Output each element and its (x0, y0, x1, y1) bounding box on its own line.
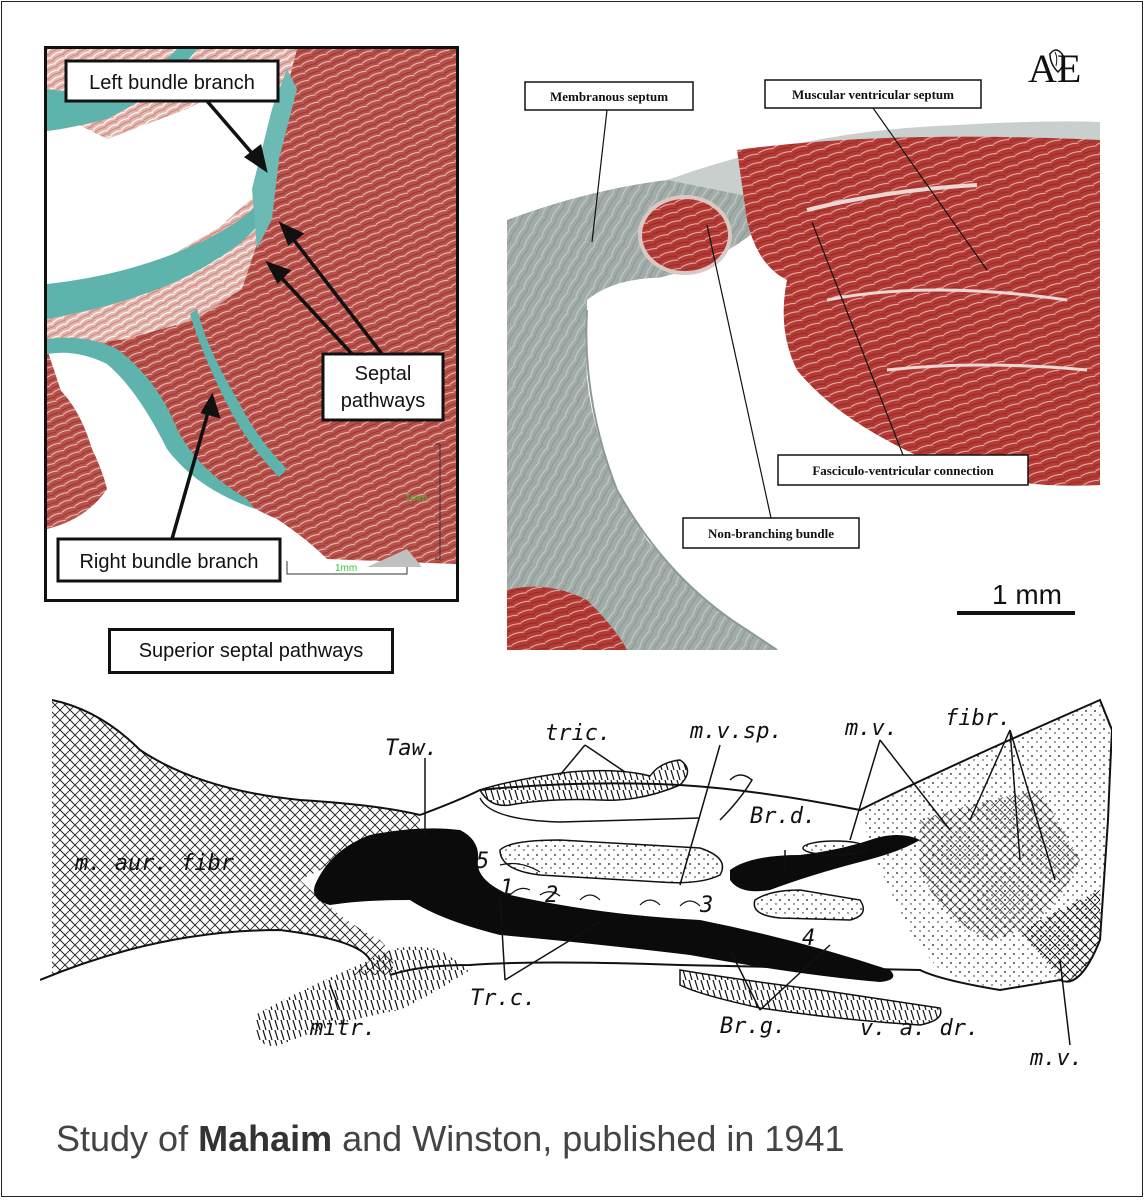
label-1: 1 (500, 876, 513, 901)
muscular-ventricular-septum-label: Muscular ventricular septum (764, 79, 982, 109)
left-histology-image: 1mm 1mm Left bundle branch Septal pathwa… (47, 49, 456, 599)
svg-text:Left bundle branch: Left bundle branch (89, 72, 255, 94)
septal-pathways-label: Septal pathways (321, 352, 445, 422)
heart-logo-icon: AE (1022, 40, 1112, 90)
footer-prefix: Study of (56, 1118, 199, 1159)
label-vadr: v. a. dr. (860, 1016, 979, 1041)
mahaim-winston-sketch: tric. m.v.sp. Taw. m.v. fibr. Br.d. m. a… (40, 698, 1112, 1071)
label-tric: tric. (545, 721, 611, 746)
label-4: 4 (802, 926, 815, 951)
label-mvsp: m.v.sp. (689, 719, 783, 744)
svg-text:Muscular ventricular septum: Muscular ventricular septum (792, 87, 954, 102)
mahaim-sketch-panel: tric. m.v.sp. Taw. m.v. fibr. Br.d. m. a… (40, 690, 1112, 1090)
superior-septal-pathways-caption: Superior septal pathways (108, 628, 394, 674)
svg-text:pathways: pathways (341, 390, 426, 412)
figure-footer-caption: Study of Mahaim and Winston, published i… (56, 1118, 845, 1160)
footer-suffix: and Winston, published in 1941 (332, 1118, 845, 1159)
svg-text:Non-branching bundle: Non-branching bundle (708, 526, 834, 541)
scale-bar-label-horizontal: 1mm (335, 563, 357, 574)
svg-text:Septal: Septal (355, 363, 412, 385)
svg-text:Membranous septum: Membranous septum (550, 89, 668, 104)
scale-bar: 1 mm (957, 579, 1075, 615)
fasciculo-ventricular-connection-label: Fasciculo-ventricular connection (777, 454, 1029, 486)
label-5: 5 (476, 849, 489, 874)
label-taw: Taw. (385, 736, 438, 761)
label-brd: Br.d. (750, 804, 816, 829)
svg-text:Right bundle branch: Right bundle branch (79, 551, 258, 573)
footer-author-bold: Mahaim (198, 1118, 333, 1159)
scale-bar-label-vertical: 1mm (405, 493, 427, 504)
sketch-leader-lines (329, 729, 1071, 1046)
non-branching-bundle-label: Non-branching bundle (682, 517, 860, 549)
label-brg: Br.g. (720, 1014, 786, 1039)
label-3: 3 (699, 893, 713, 918)
leader-lines (591, 107, 988, 519)
left-bundle-branch-label: Left bundle branch (64, 59, 280, 103)
label-mv-bottom: m.v. (1029, 1046, 1083, 1071)
label-2: 2 (545, 883, 558, 908)
label-fibr: fibr. (945, 706, 1011, 731)
svg-text:Fasciculo-ventricular connecti: Fasciculo-ventricular connection (812, 463, 994, 478)
right-histology-image: Membranous septum Muscular ventricular s… (507, 70, 1100, 650)
right-histology-panel: Membranous septum Muscular ventricular s… (507, 70, 1100, 650)
label-mv-top: m.v. (844, 716, 898, 741)
svg-text:1 mm: 1 mm (992, 579, 1062, 610)
label-mitr: mitr. (309, 1016, 376, 1041)
membranous-septum-label: Membranous septum (524, 81, 694, 111)
annotation-arrows (170, 99, 384, 540)
label-maurfibr: m. aur. fibr (74, 851, 235, 876)
left-histology-panel: 1mm 1mm Left bundle branch Septal pathwa… (44, 46, 459, 602)
label-trc: Tr.c. (470, 986, 536, 1011)
right-bundle-branch-label: Right bundle branch (56, 537, 282, 583)
